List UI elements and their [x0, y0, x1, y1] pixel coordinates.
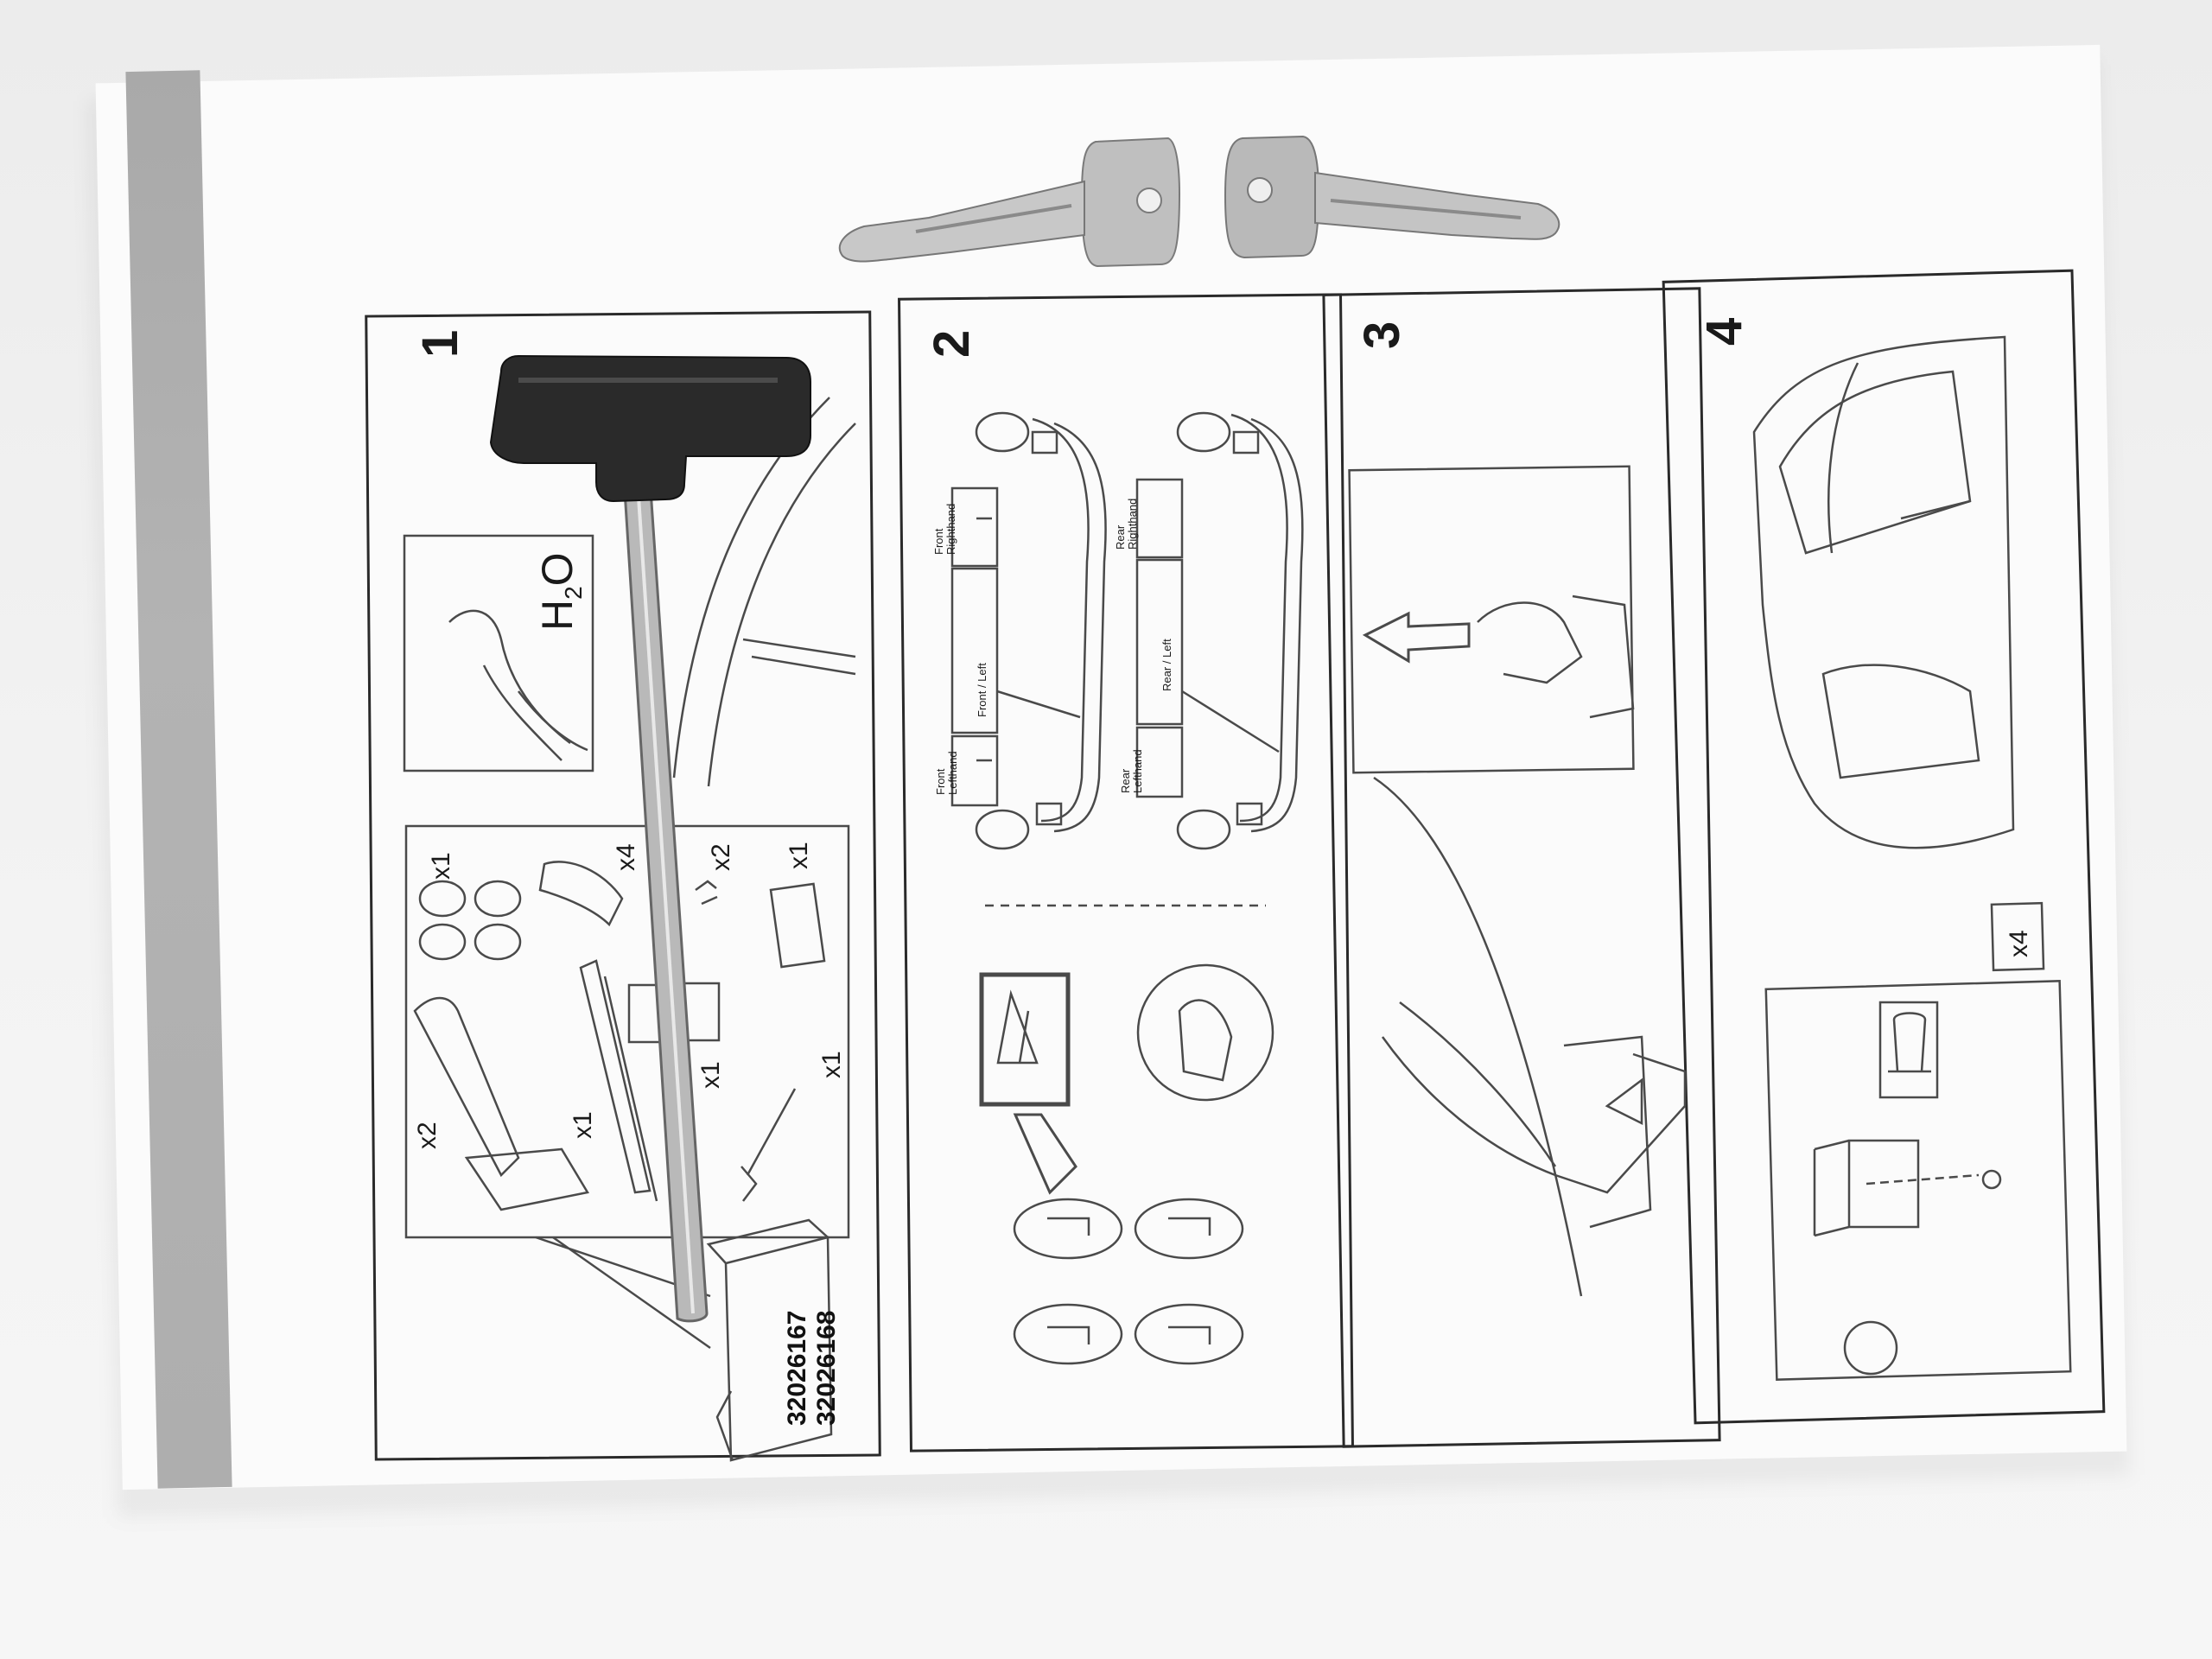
- down-arrow-icon: [1013, 1113, 1077, 1195]
- pads-layout-diagram: [1013, 1198, 1244, 1365]
- label-front-left: Front / Left: [976, 663, 988, 717]
- cover-piece-icon: [538, 861, 624, 927]
- qty-rail-strip: x1: [569, 1111, 597, 1139]
- qty-pads: x1: [427, 852, 455, 880]
- cleaning-inset-frame: [403, 534, 594, 772]
- qty-tool: x1: [817, 1051, 846, 1078]
- part-number-2: 32026168: [812, 1310, 841, 1426]
- qty-shims: x1: [696, 1061, 725, 1089]
- label-rear-left: Rear / Left: [1160, 639, 1173, 691]
- key-left: [838, 137, 1181, 268]
- keys-icon: [695, 880, 718, 906]
- qty-block: x1: [785, 842, 813, 869]
- step-3-inset: [1348, 465, 1635, 774]
- foot-pads-icon: [418, 880, 522, 961]
- rail-strip-icon: [579, 959, 652, 1194]
- tool-icon: [741, 1088, 797, 1202]
- qty-covers: x4: [612, 843, 640, 871]
- bracket-detail: [1563, 1035, 1652, 1229]
- car-door-opening: [1752, 335, 2015, 849]
- car-detail-circle: [1136, 963, 1274, 1102]
- label-rear-lefthand: Rear Lefthand: [1119, 749, 1144, 793]
- roof-bar-icon: [413, 996, 520, 1178]
- pull-arrow-icon: [1362, 611, 1471, 664]
- water-symbol: H2O: [532, 552, 588, 631]
- label-front-righthand: Front Righthand: [932, 503, 957, 555]
- water-symbol-o: O: [533, 552, 582, 587]
- water-symbol-sub: 2: [560, 586, 587, 600]
- fixing-detail: [1813, 1139, 1920, 1237]
- qty-keys: x2: [707, 843, 735, 871]
- clip-icon: [1888, 1012, 1931, 1073]
- sticker-inset: [979, 972, 1071, 1107]
- qty-bars: x2: [413, 1122, 442, 1149]
- front-bar-diagram: [950, 411, 1107, 850]
- clip-detail-box: [1878, 1001, 1939, 1099]
- qty-clips: x4: [2005, 930, 2033, 957]
- x4-label-box: [1990, 901, 2045, 972]
- water-symbol-h: H: [533, 599, 582, 631]
- label-front-lefthand: Front Lefthand: [934, 751, 959, 795]
- label-rear-righthand: Rear Righthand: [1114, 498, 1139, 550]
- parts-box-frame: [404, 824, 850, 1239]
- step-4-inset: [1764, 980, 2072, 1381]
- key-right: [1224, 135, 1560, 259]
- part-number-1: 32026167: [783, 1310, 811, 1426]
- t-handle-tool: [489, 354, 811, 1323]
- block-icon: [769, 882, 826, 969]
- rear-bar-diagram: [1135, 411, 1304, 850]
